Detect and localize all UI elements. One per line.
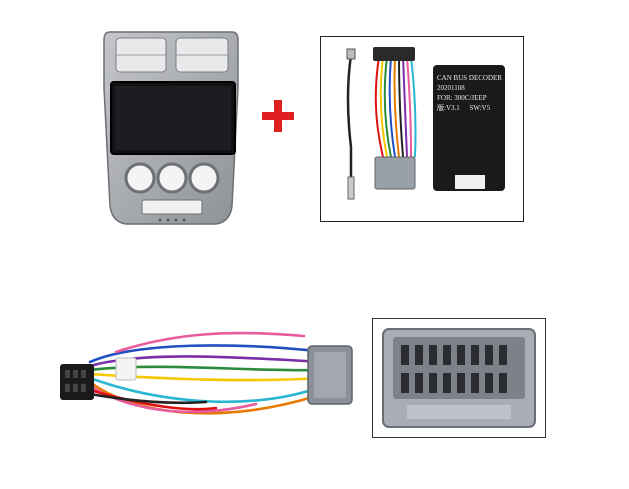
wiring-harness-image — [60, 331, 353, 415]
decoder-label-hw: 版:V3.1 — [437, 104, 460, 112]
decoder-label-line1: CAN BUS DECODER — [437, 74, 502, 82]
radio-dash-panel-image — [103, 31, 239, 225]
connector-closeup-frame — [372, 318, 546, 438]
decoder-label-sw: SW:V5 — [469, 104, 491, 112]
decoder-harness-image — [346, 47, 505, 200]
decoder-label-line2: 20201108 — [437, 84, 465, 92]
decoder-frame: CAN BUS DECODER 20201108 FOR: 300C/JEEP … — [320, 36, 524, 222]
decoder-label-line3: FOR: 300C/JEEP — [437, 94, 487, 102]
plus-icon — [258, 96, 298, 136]
connector-closeup-image — [382, 328, 536, 428]
